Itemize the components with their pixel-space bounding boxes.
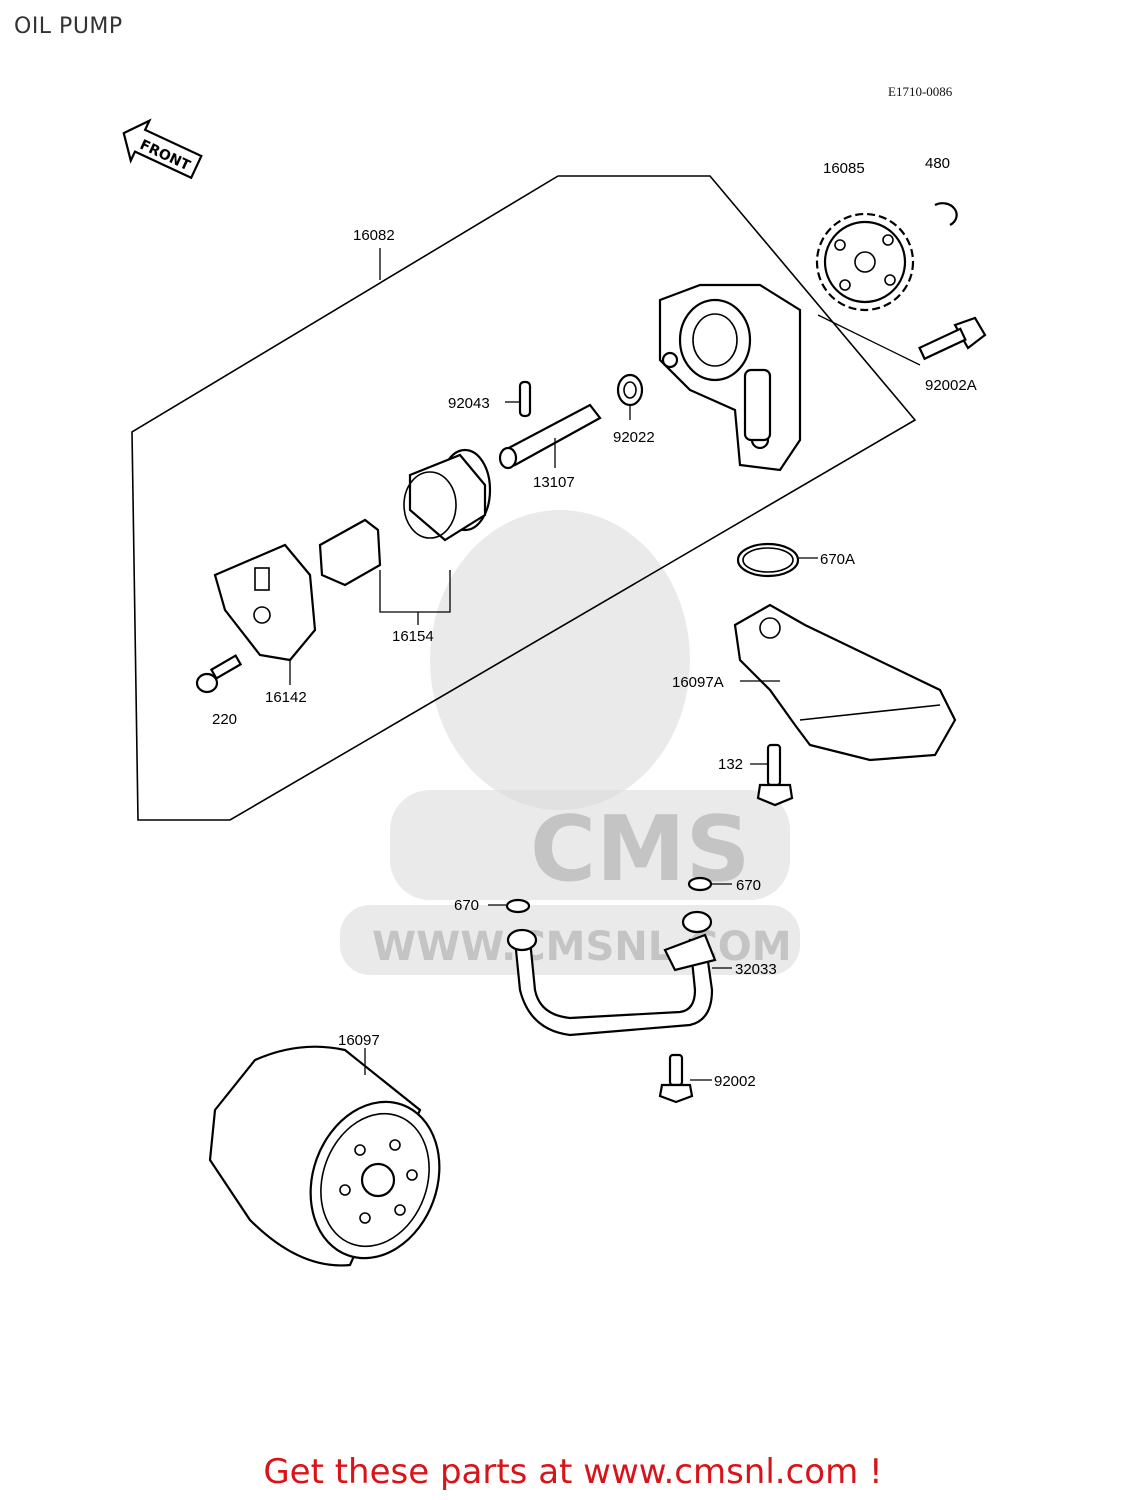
part-label-32033: 32033 (735, 961, 777, 978)
outer-rotor (403, 448, 492, 542)
part-label-16097: 16097 (338, 1032, 380, 1049)
part-label-16085: 16085 (823, 160, 865, 177)
oil-filter (208, 1045, 441, 1267)
part-label-92043: 92043 (448, 395, 490, 412)
circlip (934, 202, 958, 226)
page-title: OIL PUMP (14, 14, 123, 39)
bolt-132 (756, 743, 794, 807)
part-label-670-right: 670 (736, 877, 761, 894)
part-label-670-left: 670 (454, 897, 479, 914)
pump-gear (815, 212, 915, 312)
watermark-brand: CMS (530, 797, 750, 902)
watermark: CMS WWW.CMSNL.COM (340, 510, 800, 975)
footer-link[interactable]: Get these parts at www.cmsnl.com ! (263, 1452, 883, 1492)
screw-220 (195, 654, 243, 694)
pump-cover (213, 543, 317, 662)
pin-92043 (518, 380, 532, 418)
oil-pipe (506, 910, 717, 1037)
front-arrow: FRONT (122, 118, 203, 180)
part-label-16154: 16154 (392, 628, 434, 645)
bolt-92002 (658, 1053, 694, 1104)
part-label-13107: 13107 (533, 474, 575, 491)
pump-body (658, 283, 802, 472)
oil-strainer (733, 603, 957, 762)
oring-670a (736, 542, 800, 578)
part-label-16097a: 16097A (672, 674, 724, 691)
oring-670-right (687, 876, 713, 892)
part-label-670a-upper: 670A (820, 551, 855, 568)
drawing-code: E1710-0086 (888, 84, 953, 99)
part-label-92002: 92002 (714, 1073, 756, 1090)
washer-92022 (616, 373, 644, 407)
oring-670-left (505, 898, 531, 914)
assembly-outline (131, 175, 917, 821)
bolt-92002a (918, 316, 987, 361)
watermark-url: WWW.CMSNL.COM (372, 924, 792, 970)
shaft-13107 (498, 403, 602, 470)
part-label-132: 132 (718, 756, 743, 773)
inner-rotor (318, 518, 382, 587)
part-label-220: 220 (212, 711, 237, 728)
part-label-92002a: 92002A (925, 377, 977, 394)
part-label-16082: 16082 (353, 227, 395, 244)
part-label-16142: 16142 (265, 689, 307, 706)
part-label-92022: 92022 (613, 429, 655, 446)
part-label-480: 480 (925, 155, 950, 172)
